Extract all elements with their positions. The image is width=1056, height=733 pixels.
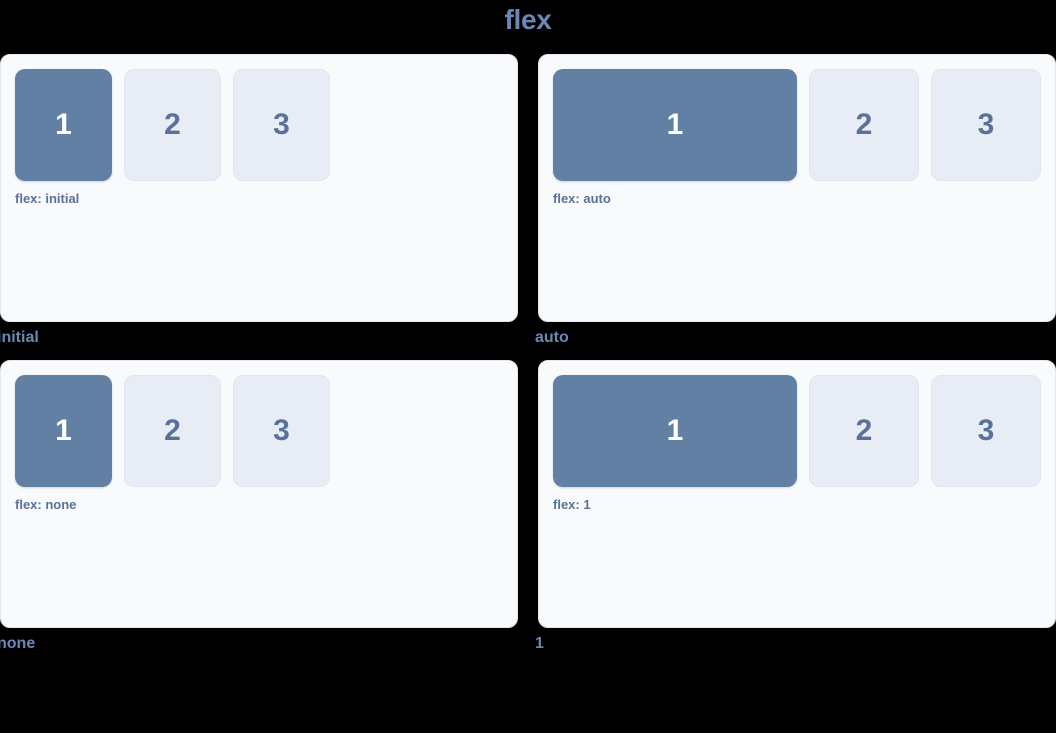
demo-cell-none: 1 2 3 flex: none none bbox=[0, 360, 518, 653]
demo-cell-initial: 1 2 3 flex: initial initial bbox=[0, 54, 518, 347]
flex-property-label: flex: initial bbox=[15, 191, 80, 206]
page-title: flex bbox=[504, 4, 552, 35]
flex-property-label: flex: none bbox=[15, 497, 77, 513]
flex-item-2[interactable]: 2 bbox=[809, 69, 919, 181]
flex-item-3[interactable]: 3 bbox=[233, 375, 330, 488]
flex-row-none: 1 2 3 bbox=[15, 375, 503, 488]
flex-item-2[interactable]: 2 bbox=[124, 375, 221, 488]
flex-item-1[interactable]: 1 bbox=[15, 69, 112, 181]
flex-item-1[interactable]: 1 bbox=[553, 375, 797, 488]
demo-cell-one: 1 2 3 flex: 1 1 bbox=[535, 360, 1056, 653]
flex-item-1[interactable]: 1 bbox=[553, 69, 797, 181]
flex-row-one: 1 2 3 bbox=[553, 375, 1041, 488]
flex-item-3[interactable]: 3 bbox=[931, 375, 1041, 488]
demo-cell-auto: 1 2 3 flex: auto auto bbox=[535, 54, 1056, 347]
flex-container-card-one: 1 2 3 flex: 1 bbox=[538, 360, 1056, 629]
demo-grid: 1 2 3 flex: initial initial 1 2 3 flex: … bbox=[0, 54, 1056, 653]
demo-caption-one: 1 bbox=[535, 635, 544, 653]
flex-row-auto: 1 2 3 bbox=[553, 69, 1041, 181]
flex-item-2[interactable]: 2 bbox=[124, 69, 221, 181]
flex-item-1[interactable]: 1 bbox=[15, 375, 112, 488]
flex-item-2[interactable]: 2 bbox=[809, 375, 919, 488]
flex-item-3[interactable]: 3 bbox=[233, 69, 330, 181]
flex-property-label: flex: auto bbox=[553, 191, 611, 206]
flex-container-card-initial: 1 2 3 flex: initial bbox=[0, 54, 518, 322]
demo-caption-auto: auto bbox=[535, 329, 569, 346]
demo-caption-none: none bbox=[0, 635, 36, 653]
flex-property-label: flex: 1 bbox=[553, 497, 591, 513]
flex-item-3[interactable]: 3 bbox=[931, 69, 1041, 181]
flex-container-card-none: 1 2 3 flex: none bbox=[0, 360, 518, 629]
flex-container-card-auto: 1 2 3 flex: auto bbox=[538, 54, 1056, 322]
flex-row-initial: 1 2 3 bbox=[15, 69, 503, 181]
demo-caption-initial: initial bbox=[0, 329, 39, 346]
